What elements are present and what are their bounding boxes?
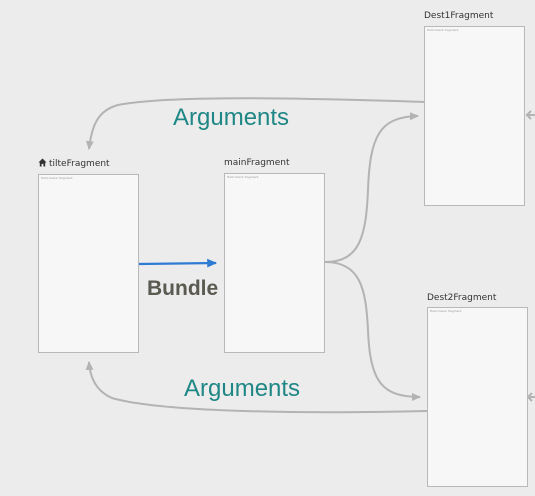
arguments-bottom-label: Arguments bbox=[184, 375, 301, 402]
dest1-fragment-box[interactable]: Hello blank fragment bbox=[424, 26, 525, 206]
dest1-fragment-preview-text: Hello blank fragment bbox=[427, 28, 459, 32]
main-fragment-name: mainFragment bbox=[224, 158, 290, 168]
dest2-fragment-preview-text: Hello blank fragment bbox=[430, 309, 462, 313]
arguments-top-arrow[interactable] bbox=[85, 97, 427, 150]
dest2-fragment-label: Dest2Fragment bbox=[427, 293, 496, 303]
title-fragment-preview-text: Hello blank fragment bbox=[41, 176, 73, 180]
arguments-bottom-arrow[interactable] bbox=[85, 361, 428, 414]
main-to-dest1-arrow[interactable] bbox=[324, 112, 419, 263]
main-fragment-box[interactable]: Hello blank fragment bbox=[224, 173, 325, 353]
title-fragment-name: tilteFragment bbox=[49, 159, 110, 169]
bundle-arrow[interactable] bbox=[138, 258, 218, 268]
dest2-fragment-name: Dest2Fragment bbox=[427, 293, 497, 303]
main-to-dest2-arrow[interactable] bbox=[324, 261, 421, 401]
bundle-label: Bundle bbox=[147, 277, 219, 300]
dest1-fragment-label: Dest1Fragment bbox=[424, 11, 493, 21]
main-fragment-preview-text: Hello blank fragment bbox=[227, 175, 259, 179]
dest2-outgoing-arrowhead bbox=[526, 392, 533, 402]
main-fragment-label: mainFragment bbox=[224, 158, 289, 168]
dest1-outgoing-arrowhead bbox=[525, 110, 532, 120]
home-icon bbox=[38, 158, 47, 167]
title-fragment-box[interactable]: Hello blank fragment bbox=[38, 174, 139, 353]
arguments-top-label: Arguments bbox=[173, 104, 290, 131]
title-fragment-label: tilteFragment bbox=[38, 158, 110, 169]
dest2-fragment-box[interactable]: Hello blank fragment bbox=[427, 307, 528, 487]
dest1-fragment-name: Dest1Fragment bbox=[424, 11, 494, 21]
